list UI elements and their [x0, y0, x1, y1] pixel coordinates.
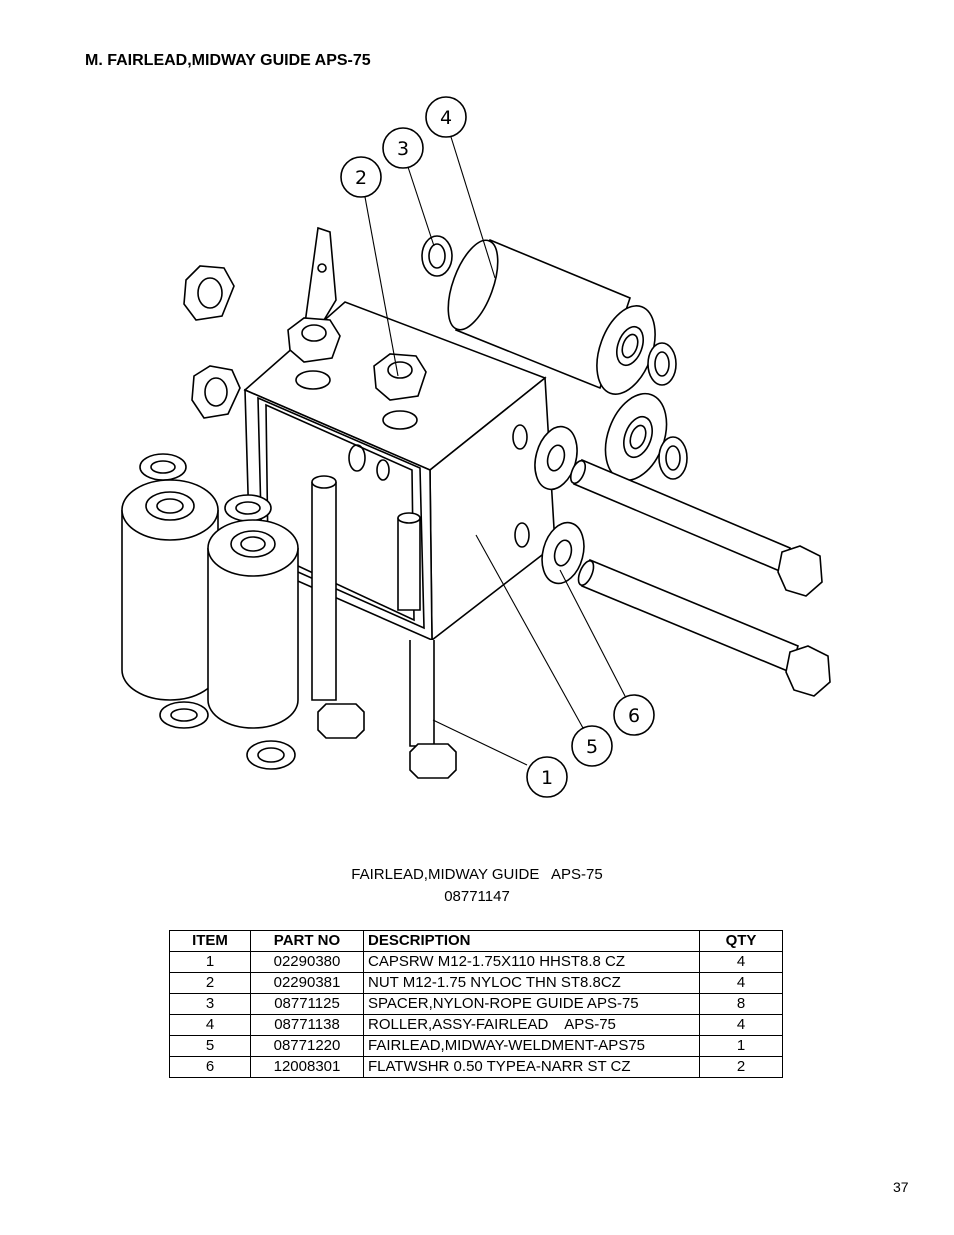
callout-2: 2: [340, 156, 382, 198]
assembly-number: 08771147: [444, 888, 510, 905]
exploded-view-diagram: 1 2 3 4 5 6: [121, 96, 831, 798]
cell-item: 4: [169, 1014, 251, 1036]
callout-1: 1: [526, 756, 568, 798]
header-part-no: PART NO: [250, 930, 364, 952]
cell-qty: 1: [699, 1035, 783, 1057]
cell-part-no: 08771125: [250, 993, 364, 1015]
cell-description: CAPSRW M12-1.75X110 HHST8.8 CZ: [363, 951, 700, 973]
flat-washer: [541, 521, 585, 585]
callout-5: 5: [571, 725, 613, 767]
section-title: M. FAIRLEAD,MIDWAY GUIDE APS-75: [85, 52, 371, 69]
cap-screw: [397, 512, 457, 779]
page-number: 37: [893, 1179, 909, 1195]
header-description: DESCRIPTION: [363, 930, 700, 952]
nylock-nut: [191, 365, 241, 419]
cell-description: FLATWSHR 0.50 TYPEA-NARR ST CZ: [363, 1056, 700, 1078]
header-qty: QTY: [699, 930, 783, 952]
table-row: 3 08771125 SPACER,NYLON-ROPE GUIDE APS-7…: [169, 993, 783, 1015]
cell-part-no: 08771138: [250, 1014, 364, 1036]
cell-item: 5: [169, 1035, 251, 1057]
cell-qty: 4: [699, 951, 783, 973]
parts-table: ITEM PART NO DESCRIPTION QTY 1 02290380 …: [169, 930, 783, 1078]
nylock-nut: [373, 353, 427, 401]
cap-screw: [569, 458, 823, 597]
callout-3: 3: [382, 127, 424, 169]
nylon-spacer: [246, 740, 296, 770]
table-row: 4 08771138 ROLLER,ASSY-FAIRLEAD APS-75 4: [169, 1014, 783, 1036]
svg-text:5: 5: [586, 736, 598, 758]
fairlead-roller: [604, 392, 668, 482]
nylon-spacer: [647, 342, 677, 386]
svg-text:3: 3: [397, 138, 409, 160]
cell-description: SPACER,NYLON-ROPE GUIDE APS-75: [363, 993, 700, 1015]
svg-text:1: 1: [541, 767, 553, 789]
callout-6: 6: [613, 694, 655, 736]
cell-description: FAIRLEAD,MIDWAY-WELDMENT-APS75: [363, 1035, 700, 1057]
cell-part-no: 08771220: [250, 1035, 364, 1057]
cell-item: 1: [169, 951, 251, 973]
cell-item: 6: [169, 1056, 251, 1078]
cell-description: NUT M12-1.75 NYLOC THN ST8.8CZ: [363, 972, 700, 994]
callout-4: 4: [425, 96, 467, 138]
cell-part-no: 02290380: [250, 951, 364, 973]
nylon-spacer: [159, 701, 209, 729]
fairlead-roller: [207, 519, 299, 729]
leader-lines: [364, 136, 626, 766]
table-row: 6 12008301 FLATWSHR 0.50 TYPEA-NARR ST C…: [169, 1056, 783, 1078]
nylon-spacer: [139, 453, 187, 481]
nylon-spacer: [658, 436, 688, 480]
cap-screw: [311, 475, 365, 739]
cell-item: 3: [169, 993, 251, 1015]
table-row: 1 02290380 CAPSRW M12-1.75X110 HHST8.8 C…: [169, 951, 783, 973]
nylock-nut: [183, 265, 235, 321]
cell-qty: 2: [699, 1056, 783, 1078]
table-header-row: ITEM PART NO DESCRIPTION QTY: [169, 930, 783, 952]
fairlead-roller: [121, 479, 219, 701]
cell-part-no: 02290381: [250, 972, 364, 994]
svg-text:6: 6: [628, 705, 640, 727]
table-row: 2 02290381 NUT M12-1.75 NYLOC THN ST8.8C…: [169, 972, 783, 994]
table-row: 5 08771220 FAIRLEAD,MIDWAY-WELDMENT-APS7…: [169, 1035, 783, 1057]
nylon-spacer: [421, 235, 453, 277]
cell-qty: 4: [699, 972, 783, 994]
svg-text:2: 2: [355, 167, 367, 189]
header-item: ITEM: [169, 930, 251, 952]
nylock-nut: [287, 317, 341, 363]
svg-text:4: 4: [440, 107, 452, 129]
assembly-name: FAIRLEAD,MIDWAY GUIDE APS-75: [351, 866, 603, 883]
nylon-spacer: [224, 494, 272, 522]
cell-item: 2: [169, 972, 251, 994]
cell-qty: 4: [699, 1014, 783, 1036]
cell-part-no: 12008301: [250, 1056, 364, 1078]
cell-qty: 8: [699, 993, 783, 1015]
cap-screw: [577, 558, 831, 697]
flat-washer: [534, 425, 578, 491]
cell-description: ROLLER,ASSY-FAIRLEAD APS-75: [363, 1014, 700, 1036]
